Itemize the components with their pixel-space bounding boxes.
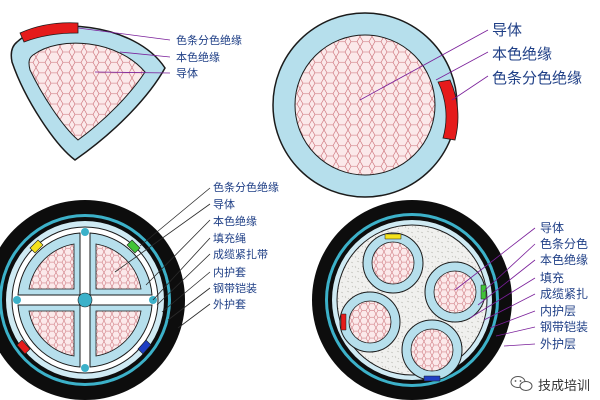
leader-line xyxy=(469,277,536,319)
filler-rope xyxy=(81,228,89,236)
sector-label-insulation: 本色绝缘 xyxy=(176,50,220,64)
label-natural-insulation: 本色绝缘 xyxy=(540,252,588,267)
filler-rope-center xyxy=(77,292,93,308)
leader-line xyxy=(119,51,171,58)
color-stripe-blue xyxy=(137,339,152,355)
sector-core-conductor xyxy=(28,42,146,141)
leader-line xyxy=(451,75,489,101)
leader-line xyxy=(477,259,536,306)
leader-line xyxy=(483,293,536,321)
label-steel-armor: 钢带铠装 xyxy=(540,319,588,334)
sector-conductor-bottom-left xyxy=(17,304,81,368)
sector-core-color-stripe xyxy=(19,22,79,43)
four-sector-core-cable-diagram: 色条分色绝缘 导体 本色绝缘 填充绳 成缆紧扎带 内护套 钢带铠装 外护套 xyxy=(0,180,279,400)
label-filler: 填充 xyxy=(540,270,564,285)
leader-line xyxy=(489,310,536,329)
leader-line xyxy=(139,187,211,247)
label-color-stripe: 色条分色 xyxy=(540,237,588,251)
label-inner-sheath: 内护套 xyxy=(213,265,246,279)
label-steel-armor: 钢带铠装 xyxy=(213,281,257,295)
sector-label-color-stripe: 色条分色绝缘 xyxy=(176,33,242,47)
leader-line xyxy=(177,303,211,329)
leader-line xyxy=(495,326,536,337)
label-binding-tape: 成缆紧扎带 xyxy=(213,247,268,261)
leader-line xyxy=(156,253,211,306)
leader-line xyxy=(94,71,171,74)
label-color-stripe-insulation: 色条分色绝缘 xyxy=(213,180,279,194)
filler-rope xyxy=(81,364,89,372)
leader-line xyxy=(359,29,489,101)
label-binding: 成缆紧扎 xyxy=(540,287,588,301)
round-conductor-left xyxy=(339,291,401,353)
sector-conductor-top-right xyxy=(89,232,153,296)
watermark: 技成培训 xyxy=(510,376,590,394)
sector-conductor-bottom-right xyxy=(89,304,153,368)
four-round-core-cable-diagram: 导体 色条分色 本色绝缘 填充 成缆紧扎 内护层 钢带铠装 外护层 xyxy=(312,200,588,400)
filler-rope xyxy=(13,296,21,304)
round-core-color-stripe xyxy=(437,79,459,141)
round-core-conductor xyxy=(294,34,436,176)
round-core-diagram: 导体 本色绝缘 色条分色绝缘 xyxy=(272,12,582,198)
leader-line xyxy=(152,237,211,301)
label-filler-rope: 填充绳 xyxy=(213,231,246,245)
sector-core-diagram: 色条分色绝缘 本色绝缘 导体 xyxy=(10,22,242,161)
round-conductor-top xyxy=(362,232,424,294)
color-stripe-yellow xyxy=(384,233,402,240)
round-label-color-stripe: 色条分色绝缘 xyxy=(492,69,582,87)
sector-conductor-top-left xyxy=(17,232,81,296)
leader-line xyxy=(77,27,171,41)
leader-line xyxy=(145,219,211,286)
color-stripe-red xyxy=(340,313,347,331)
watermark-text: 技成培训 xyxy=(538,378,590,394)
label-outer-sheath: 外护套 xyxy=(213,297,246,311)
leader-line xyxy=(161,271,211,313)
label-conductor: 导体 xyxy=(213,197,235,211)
label-inner-layer: 内护层 xyxy=(540,304,576,318)
round-label-insulation: 本色绝缘 xyxy=(492,45,552,63)
color-stripe-green xyxy=(126,239,141,254)
round-label-conductor: 导体 xyxy=(492,21,522,39)
color-stripe-yellow xyxy=(29,239,44,254)
label-natural-insulation: 本色绝缘 xyxy=(213,214,257,228)
leader-line xyxy=(454,227,536,291)
round-conductor-right xyxy=(424,261,486,323)
label-outer-layer: 外护层 xyxy=(540,337,576,351)
color-stripe-blue xyxy=(423,375,441,382)
round-conductor-bottom xyxy=(401,319,463,381)
leader-line xyxy=(435,51,489,81)
label-conductor: 导体 xyxy=(540,221,564,235)
color-stripe-red xyxy=(16,339,31,355)
leader-line xyxy=(167,287,211,321)
sector-label-conductor: 导体 xyxy=(176,66,198,80)
leader-line xyxy=(114,203,211,273)
leader-line xyxy=(503,343,536,347)
leader-line xyxy=(482,243,536,293)
wechat-icon xyxy=(510,376,533,391)
